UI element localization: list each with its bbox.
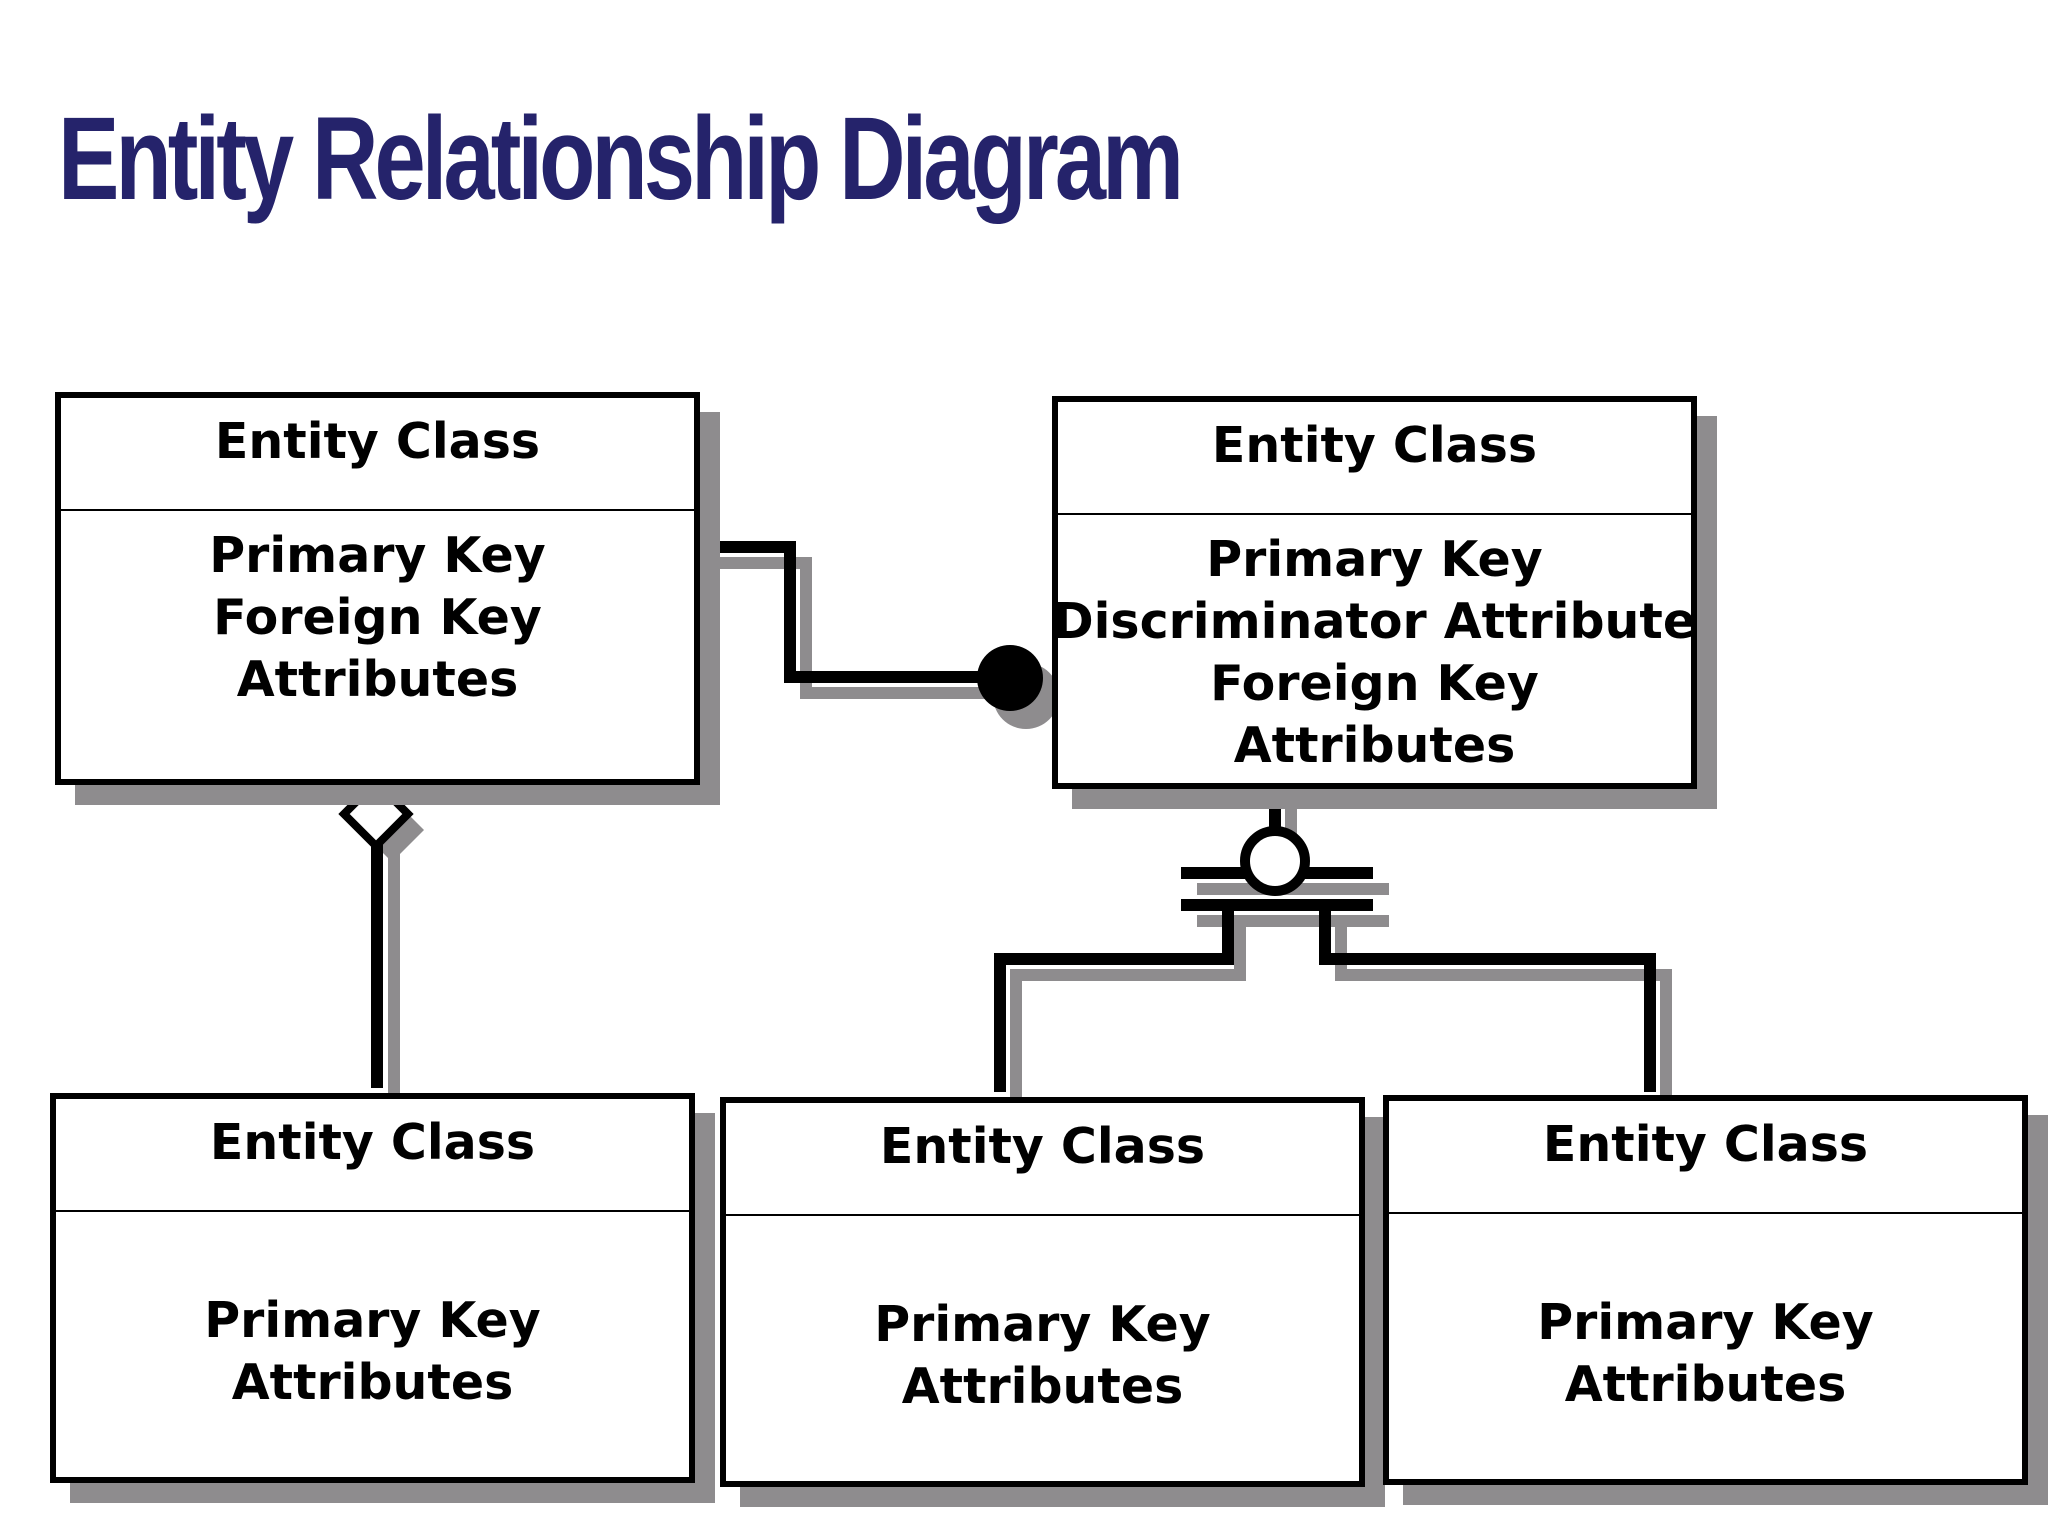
connector-shadows [388,557,1672,1098]
shadow-category-left-branch [1010,921,1246,1098]
shadow-category-right-branch [1335,921,1672,1098]
entity-attributes: Primary Key Foreign Key Attributes [61,511,694,711]
entity-attributes: Primary Key Attributes [1389,1214,2022,1416]
attribute-line: Foreign Key [1210,655,1539,712]
attribute-line: Attributes [231,1354,514,1411]
attribute-line: Attributes [1233,717,1516,774]
entity-parent[interactable]: Entity Class Primary Key Foreign Key Att… [55,392,700,785]
entity-attributes: Primary Key Attributes [726,1216,1359,1418]
attribute-line: Foreign Key [213,589,542,646]
filled-dot-icon [977,645,1043,711]
entity-attributes: Primary Key Discriminator Attribute Fore… [1053,515,1696,777]
attribute-line: Primary Key [1537,1294,1874,1351]
entity-subtype-left[interactable]: Entity Class Primary Key Attributes [720,1097,1365,1487]
attribute-line: Primary Key [874,1296,1211,1353]
entity-title: Entity Class [726,1103,1359,1216]
category-left-branch [994,905,1234,1092]
attribute-line: Attributes [236,651,519,708]
category-circle-icon [1240,826,1310,896]
entity-attributes: Primary Key Attributes [56,1212,689,1414]
category-right-branch [1319,905,1656,1092]
entity-title: Entity Class [56,1099,689,1212]
entity-title: Entity Class [61,398,694,511]
connector-lines [371,541,1656,1092]
diamond-icon [338,776,414,852]
attribute-line: Primary Key [209,527,546,584]
slide-title: Entity Relationship Diagram [58,93,1184,225]
attribute-line: Discriminator Attribute [1052,593,1697,650]
parent-generic-line [690,541,1008,683]
attribute-line: Attributes [901,1358,1184,1415]
attribute-line: Primary Key [1206,531,1543,588]
entity-child[interactable]: Entity Class Primary Key Attributes [50,1093,695,1483]
attribute-line: Primary Key [204,1292,541,1349]
entity-generic[interactable]: Entity Class Primary Key Discriminator A… [1052,396,1697,789]
attribute-line: Attributes [1564,1356,1847,1413]
entity-subtype-right[interactable]: Entity Class Primary Key Attributes [1383,1095,2028,1485]
entity-title: Entity Class [1389,1101,2022,1214]
entity-title: Entity Class [1058,402,1691,515]
shadow-parent-generic-line [707,557,1025,699]
